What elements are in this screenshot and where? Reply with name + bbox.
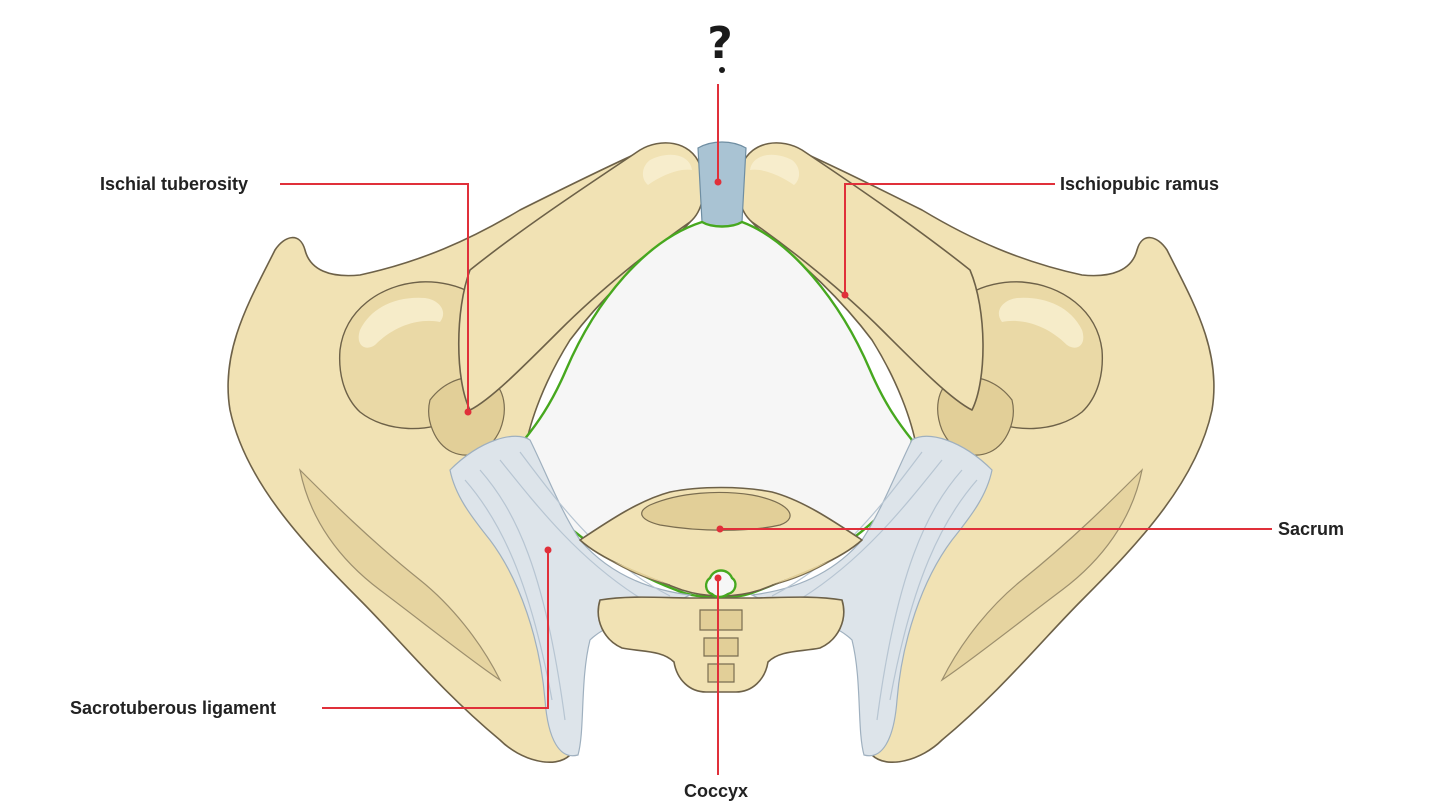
sacrotuberous-ligament-leader-line bbox=[322, 550, 549, 709]
pubic-symphysis bbox=[697, 141, 747, 228]
label-sacrum: Sacrum bbox=[1278, 519, 1344, 539]
question-mark-label: ? bbox=[707, 18, 733, 69]
ischial-tuberosity-pointer-dot bbox=[464, 408, 472, 416]
sacrotuberous-ligament-pointer-dot bbox=[544, 546, 552, 554]
pelvic-outlet-opening bbox=[522, 220, 914, 598]
coccyx-pointer-dot bbox=[714, 574, 722, 582]
question-mark-dot bbox=[719, 67, 725, 73]
label-ischiopubic-ramus: Ischiopubic ramus bbox=[1060, 174, 1219, 194]
label-coccyx: Coccyx bbox=[684, 781, 748, 801]
label-ischial-tuberosity: Ischial tuberosity bbox=[100, 174, 248, 194]
symphysis-pointer-dot bbox=[714, 178, 722, 186]
sacrum-bone bbox=[579, 486, 863, 597]
sacrum-pointer-dot bbox=[716, 525, 724, 533]
ischiopubic-ramus-pointer-dot bbox=[841, 291, 849, 299]
ischial-tuberosity-leader-line bbox=[280, 183, 469, 412]
ischiopubic-ramus-leader-line bbox=[844, 183, 1055, 295]
coccyx-bone bbox=[597, 569, 845, 693]
label-sacrotuberous-ligament: Sacrotuberous ligament bbox=[70, 698, 276, 718]
sacrotuberous-ligaments bbox=[449, 435, 993, 757]
